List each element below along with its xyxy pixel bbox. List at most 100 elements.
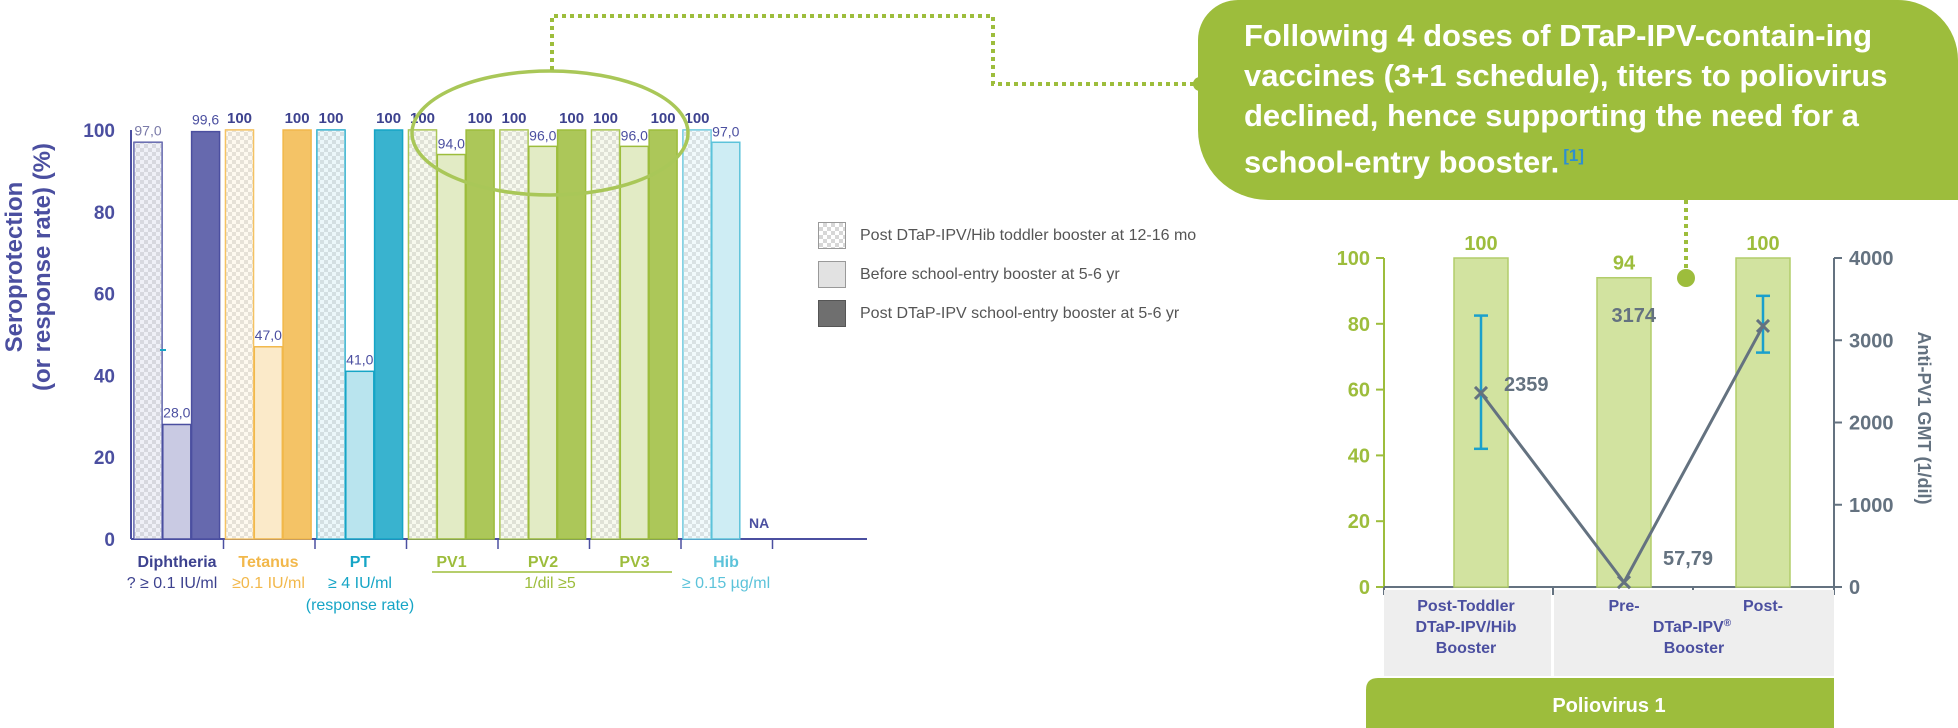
- bar-value-label: 94,0: [438, 136, 465, 152]
- bar-value-label: 100: [410, 110, 435, 127]
- category-label-pv3: PV3: [619, 554, 649, 571]
- gmt-marker: [1616, 575, 1632, 590]
- bar-tint-pv3: [591, 130, 620, 539]
- y-tick-label: 40: [94, 366, 115, 387]
- bar-value-label: 100: [501, 110, 526, 127]
- bar-pv3-series1: [590, 129, 621, 540]
- bar-pv3-series2: [619, 145, 650, 540]
- criterion-label: ≥ 0.15 µg/ml: [682, 575, 770, 592]
- pv-criterion: 1/dil ≥5: [524, 575, 576, 592]
- left-y-tick-label: 100: [1338, 248, 1370, 270]
- y-axis-title: Seroprotection (or response rate) (%): [1, 143, 56, 391]
- left-y-tick-label: 20: [1348, 511, 1370, 533]
- bar-tint-pt: [317, 130, 345, 539]
- poliovirus-banner: [1366, 678, 1834, 728]
- registered-mark: ®: [1724, 618, 1732, 629]
- bar-value-label: 97,0: [712, 123, 739, 139]
- legend-label: Post DTaP-IPV school-entry booster at 5-…: [860, 304, 1180, 322]
- gmt-marker: [1755, 318, 1771, 333]
- bar-hib-series1: [682, 129, 712, 540]
- bar-tint-pv2: [500, 130, 528, 539]
- legend-label: Before school-entry booster at 5-6 yr: [860, 265, 1120, 283]
- category-label-post-toddler: Booster: [1436, 640, 1496, 657]
- legend-item-before: Before school-entry booster at 5-6 yr: [818, 261, 1120, 288]
- legend-swatch-light: [818, 261, 846, 288]
- bar-pv1-series3: [465, 129, 495, 540]
- bar-pv2-series1: [499, 129, 529, 540]
- bar-tetanus-series2: [253, 346, 284, 540]
- bar-hib-series2: [711, 141, 741, 540]
- callout-text: Following 4 doses of DTaP-IPV-contain-in…: [1244, 18, 1888, 180]
- bar-diphtheria-series3: [190, 130, 221, 540]
- na-label: NA: [749, 515, 769, 531]
- gmt-label: 57,79: [1663, 548, 1713, 570]
- bar-value-label: 100: [651, 110, 676, 127]
- right-chart: 02040608010001000200030004000Response ra…: [1338, 233, 1934, 728]
- bar-value-label: 28,0: [163, 404, 190, 420]
- y-tick-label: 20: [94, 448, 115, 469]
- left-y-tick-label: 80: [1348, 314, 1370, 336]
- criterion-label-2: (response rate): [306, 597, 415, 614]
- left-y-tick-label: 0: [1359, 577, 1370, 599]
- bar-pv1-series1: [407, 129, 438, 540]
- right-y-tick-label: 2000: [1849, 413, 1894, 435]
- category-bg-2: [1554, 590, 1834, 676]
- bar-value-label: 99,6: [192, 112, 219, 128]
- bar-value-label: 100: [468, 110, 493, 127]
- right-axis-title-text: Anti-PV1 GMT (1/dil): [1914, 332, 1934, 505]
- bar-value-label: 96,0: [529, 127, 556, 143]
- response-bar: [1596, 276, 1652, 588]
- bar-value-label: 96,0: [621, 127, 648, 143]
- poliovirus-banner-label: Poliovirus 1: [1552, 695, 1665, 717]
- right-axis-title: Anti-PV1 GMT (1/dil): [1914, 332, 1934, 505]
- category-label-booster: Booster: [1664, 640, 1724, 657]
- poliovirus-banner-corner: [1366, 678, 1378, 690]
- bar-value-label: 100: [318, 110, 343, 127]
- bar-value-label: 100: [227, 110, 252, 127]
- bar-tint-diphtheria: [134, 142, 162, 539]
- category-label-pv2: PV2: [528, 554, 558, 571]
- y-tick-label: 100: [83, 121, 115, 142]
- gmt-label: 2359: [1504, 374, 1549, 396]
- gmt-marker: [1473, 385, 1489, 401]
- category-label-pv1: PV1: [436, 554, 466, 571]
- bar-tint-tetanus: [225, 130, 254, 539]
- bar-value-label: 100: [559, 110, 584, 127]
- gmt-label: 3174: [1612, 305, 1657, 327]
- bar-value-label: 100: [684, 110, 709, 127]
- bar-pv3-series3: [648, 129, 678, 540]
- y-tick-label: 0: [104, 530, 115, 551]
- category-label-post-toddler: Post-Toddler: [1417, 598, 1514, 615]
- bar-tint-hib: [683, 130, 711, 539]
- response-bar-label: 100: [1464, 233, 1497, 255]
- category-label-post-toddler: DTaP-IPV/Hib: [1415, 619, 1516, 636]
- callout-box: Following 4 doses of DTaP-IPV-contain-in…: [1198, 0, 1958, 200]
- left-y-tick-label: 40: [1348, 445, 1370, 467]
- category-label-tetanus: Tetanus: [238, 554, 298, 571]
- bar-tetanus-series3: [282, 129, 312, 540]
- bar-value-label: 100: [376, 110, 401, 127]
- bar-value-label: 47,0: [255, 327, 282, 343]
- category-bg-1: [1384, 590, 1551, 676]
- category-label-post: Post-: [1743, 598, 1783, 615]
- response-bar-label: 100: [1746, 233, 1779, 255]
- legend-label: Post DTaP-IPV/Hib toddler booster at 12-…: [860, 226, 1197, 244]
- criterion-label: ≥0.1 IU/ml: [232, 575, 305, 592]
- bar-diphtheria-series1: [133, 141, 163, 540]
- bars: [133, 129, 741, 540]
- bar-value-label: 97,0: [134, 122, 161, 138]
- right-y-tick-label: 3000: [1849, 330, 1894, 352]
- response-bar-label: 94: [1613, 253, 1636, 275]
- bar-diphtheria-series2: [162, 423, 192, 540]
- left-chart: Seroprotection (or response rate) (%) 0 2…: [1, 69, 867, 614]
- bar-pt-series3: [373, 129, 404, 540]
- category-label-dtap-ipv: DTaP-IPV®: [1653, 618, 1732, 636]
- hib-tick-mark: [160, 349, 166, 351]
- callout-reference[interactable]: [1]: [1563, 146, 1585, 165]
- right-y-tick-label: 1000: [1849, 495, 1894, 517]
- legend-swatch-checked: [818, 222, 846, 249]
- y-tick-label: 80: [94, 203, 115, 224]
- right-y-tick-label: 4000: [1849, 248, 1894, 270]
- criterion-label: ≥ 4 IU/ml: [328, 575, 392, 592]
